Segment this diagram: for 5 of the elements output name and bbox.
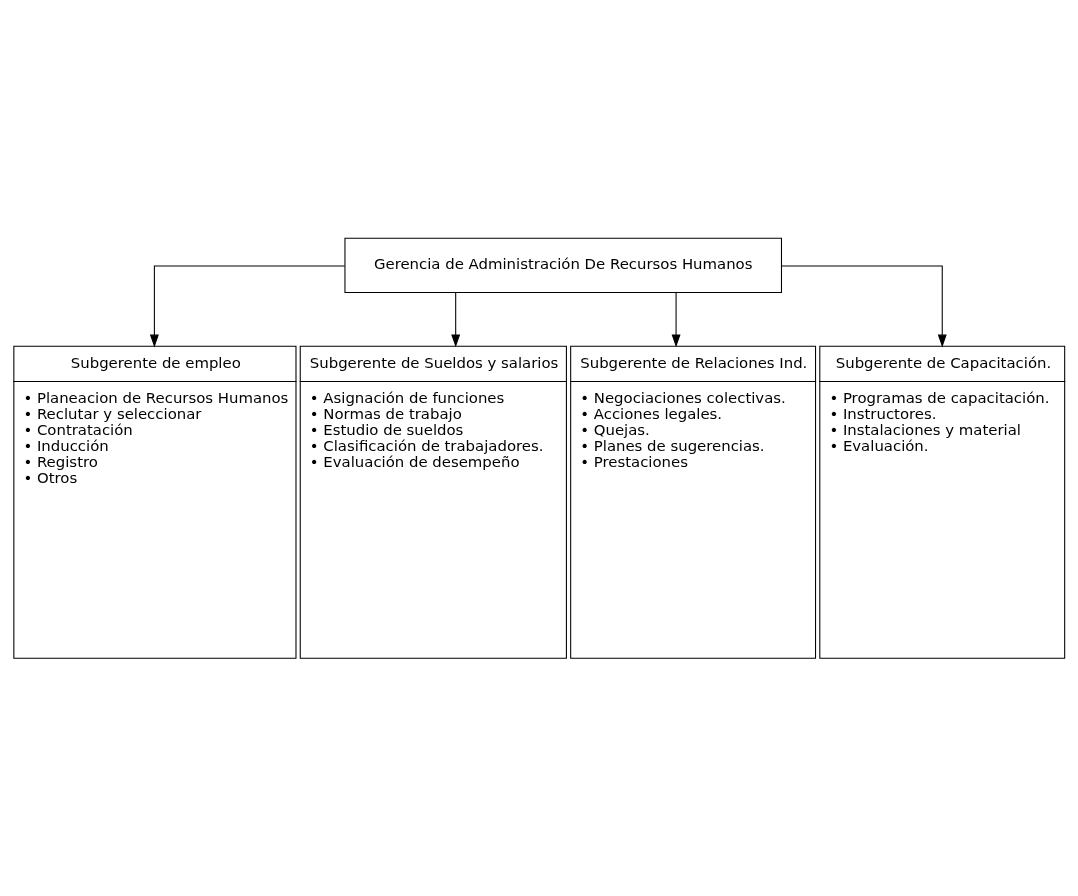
arrow	[149, 265, 346, 348]
arrow	[780, 265, 947, 348]
arrow	[671, 292, 681, 348]
node-box: Gerencia de Administración De Recursos Humanos	[344, 237, 782, 294]
arrow	[451, 292, 461, 348]
